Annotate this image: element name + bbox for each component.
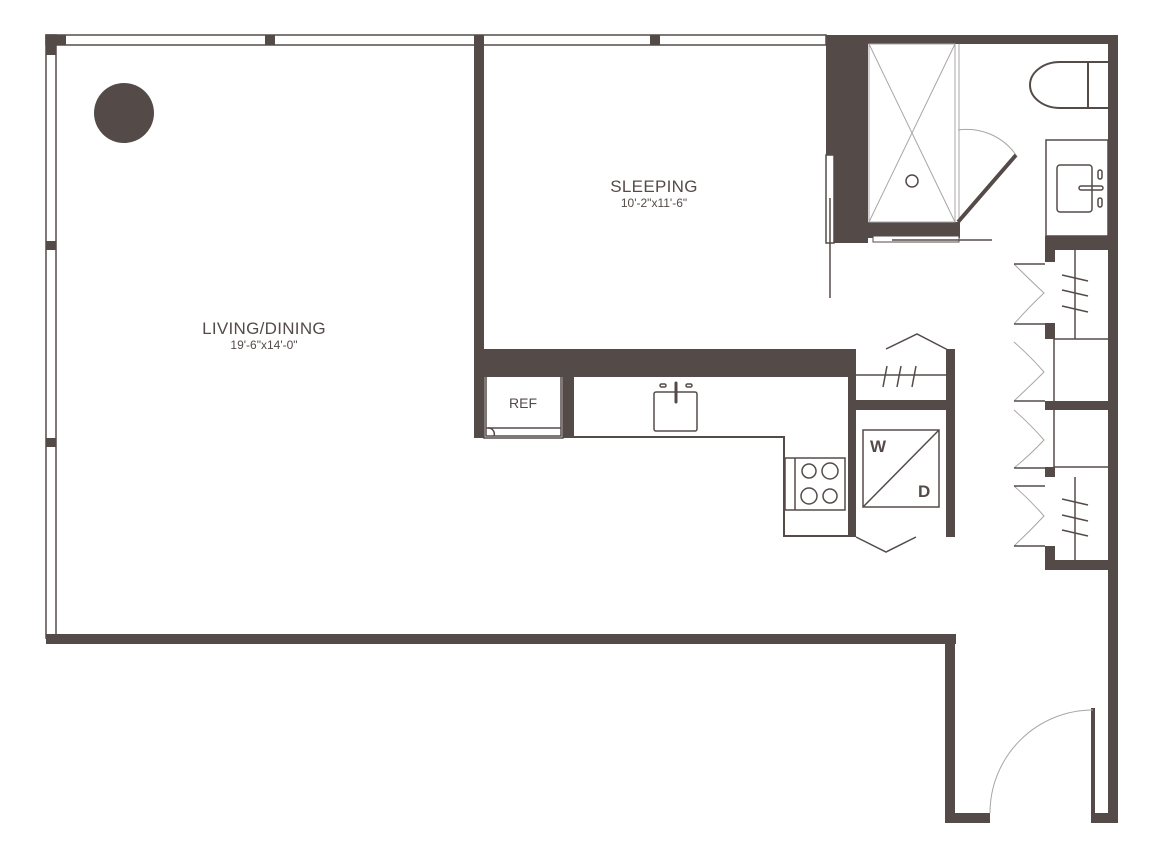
structural-column xyxy=(94,83,154,143)
room-name: SLEEPING xyxy=(610,177,698,196)
cooktop xyxy=(784,457,846,511)
room-dimensions: 10'-2"x11'-6" xyxy=(620,195,688,210)
toilet xyxy=(1029,61,1108,109)
room-dimensions: 19'-6"x14'-0" xyxy=(230,337,298,352)
refrigerator xyxy=(483,362,564,439)
shower xyxy=(868,43,1018,243)
bathroom-vanity xyxy=(1045,139,1109,237)
kitchen-counter xyxy=(572,377,848,537)
room-label-sleeping: SLEEPING 10'-2"x11'-6" xyxy=(610,177,698,210)
closets xyxy=(1013,250,1108,560)
room-label-living-dining: LIVING/DINING 19'-6"x14'-0" xyxy=(202,319,326,352)
washer-label: W xyxy=(870,437,887,456)
walls xyxy=(46,35,1118,823)
dryer-label: D xyxy=(918,482,931,501)
exterior-window-wall xyxy=(45,34,827,639)
sliding-door xyxy=(825,154,835,298)
room-name: LIVING/DINING xyxy=(202,319,326,338)
refrigerator-label: REF xyxy=(509,395,537,411)
entry-door xyxy=(989,708,1095,823)
laundry-closet xyxy=(855,333,949,553)
